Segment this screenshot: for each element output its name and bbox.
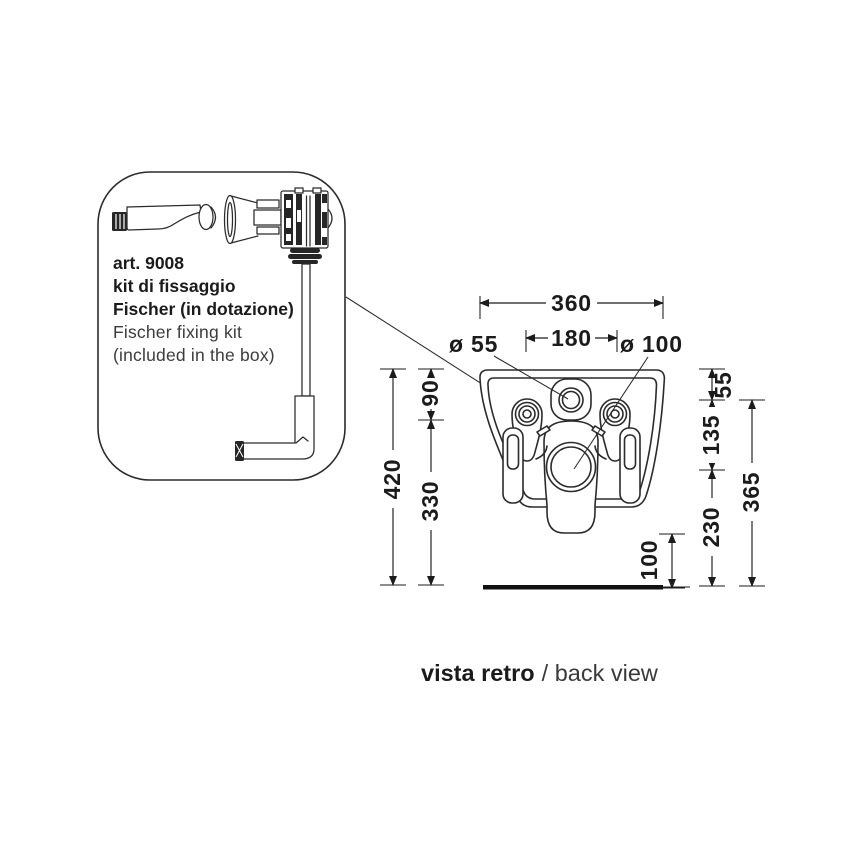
kit-line-italian: kit di fissaggio: [113, 276, 236, 296]
dim-drain-clearance: 100: [636, 540, 662, 581]
side-slot-left: [502, 427, 524, 504]
caption-italian: vista retro: [421, 660, 535, 686]
fixing-kit-inset: [97, 171, 346, 481]
dimension-lines: [380, 293, 765, 589]
toilet-back-view: [479, 369, 666, 534]
brand-line-italian: Fischer (in dotazione): [113, 299, 294, 319]
dim-inlet-to-drain: 135: [698, 415, 724, 456]
dimension-labels: 360 180 ø 55 ø 100 420 90 330 55 135 230…: [379, 290, 764, 580]
art-code: art. 9008: [113, 253, 185, 273]
dim-top-width: 360: [551, 290, 592, 316]
kit-line-english: Fischer fixing kit: [113, 322, 243, 342]
funnel-illustration: [223, 194, 282, 245]
included-line-english: (included in the box): [113, 345, 275, 365]
anchor-mechanism-illustration: [280, 187, 333, 264]
tab-left: [536, 425, 551, 437]
dim-top-to-inlet: 55: [710, 371, 736, 398]
dim-fixing-holes-to-floor: 330: [417, 481, 443, 522]
dim-inlet-to-floor: 365: [738, 472, 764, 513]
dim-drain-diameter: ø 100: [620, 331, 683, 357]
inlet-hole: [550, 378, 592, 421]
side-slot-right: [619, 427, 641, 504]
shoulder-curve-right: [594, 445, 607, 460]
dim-total-height: 420: [379, 459, 405, 500]
drain-diameter-leader: [573, 356, 649, 470]
fixing-kit-illustration: [112, 187, 333, 461]
inset-box-border: [97, 171, 346, 481]
fixing-kit-label: art. 9008 kit di fissaggio Fischer (in d…: [113, 252, 294, 367]
dim-inlet-diameter: ø 55: [449, 331, 498, 357]
dim-drain-to-floor: 230: [698, 507, 724, 548]
view-caption: vista retro/ back view: [421, 660, 658, 687]
dim-inlet-spacing: 180: [551, 325, 592, 351]
drain-hole: [545, 441, 597, 493]
floor-line: [483, 585, 663, 590]
shoulder-curve-left: [535, 445, 548, 460]
wall-plug-illustration: [112, 203, 217, 231]
rod-illustration: [235, 263, 315, 461]
inlet-diameter-leader: [493, 355, 569, 400]
caption-english: / back view: [541, 660, 658, 686]
dim-top-to-fixing-holes: 90: [417, 379, 443, 406]
